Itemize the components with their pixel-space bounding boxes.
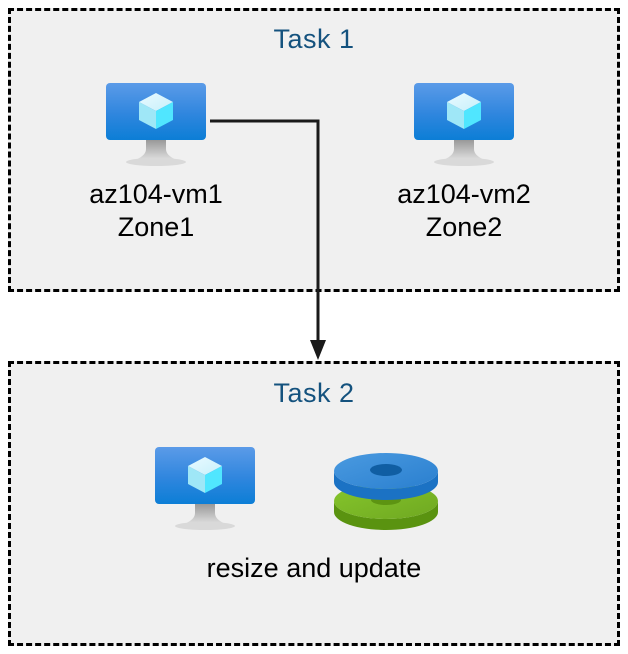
azure-disks-icon (334, 453, 438, 530)
task-1-title: Task 1 (273, 24, 355, 54)
vm-node-az104-vm1[interactable]: az104-vm1 Zone1 (32, 80, 280, 244)
task-2-title: Task 2 (273, 378, 355, 408)
task-2-caption: resize and update (206, 553, 422, 583)
vm-label-az104-vm2: az104-vm2 Zone2 (397, 179, 531, 242)
task-2-container (8, 361, 620, 646)
azure-virtual-machine-icon (155, 447, 255, 530)
disks-node-task2[interactable] (330, 443, 448, 533)
azure-virtual-machine-icon (414, 83, 514, 166)
vm-node-az104-vm2[interactable]: az104-vm2 Zone2 (340, 80, 588, 244)
azure-virtual-machine-icon (106, 83, 206, 166)
vm-node-task2[interactable] (130, 444, 280, 532)
vm-label-az104-vm1: az104-vm1 Zone1 (89, 179, 223, 242)
